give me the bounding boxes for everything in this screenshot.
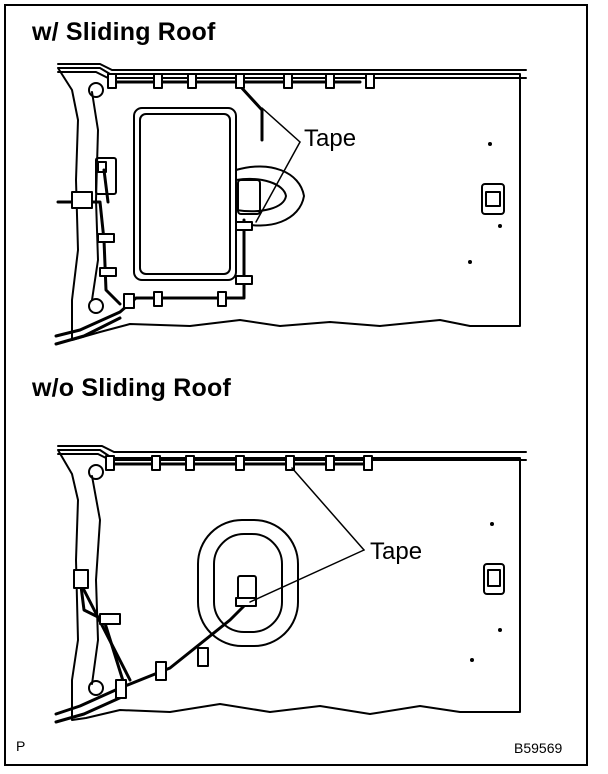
tape-marker [105,455,115,471]
bottom-tape-label: Tape [370,538,423,565]
tape-marker [107,73,117,89]
top-tape-label: Tape [304,125,357,152]
tape-marker [99,613,121,625]
wire-harness-dome [54,602,248,716]
tape-marker [185,455,195,471]
tape-marker [155,661,167,681]
headliner-outline [57,67,521,341]
tape-marker [123,293,135,309]
tape-marker [153,291,163,307]
tape-marker [325,455,335,471]
tape-marker [363,455,373,471]
tape-marker [285,455,295,471]
tape-marker [151,455,161,471]
footer-code: P [16,738,26,754]
headliner-diagram-without-sliding-roof [54,445,527,724]
tape-marker [187,73,197,89]
tape-marker [71,191,93,209]
tape-marker [365,73,375,89]
tape-marker [235,275,253,285]
tape-marker [197,647,209,667]
tape-marker [217,291,227,307]
tape-marker [283,73,293,89]
tape-marker [73,569,89,589]
tape-marker [235,597,257,607]
figure-frame [4,4,588,766]
tape-marker [235,221,253,231]
tape-marker [235,455,245,471]
bottom-panel-title: w/o Sliding Roof [32,374,232,402]
dome-light-recess [197,519,299,647]
tape-marker [153,73,163,89]
wire-harness-sunroof [54,218,246,338]
tape-marker [235,73,245,89]
tape-marker [97,233,115,243]
figure-id: B59569 [514,740,563,756]
top-panel-title: w/ Sliding Roof [32,18,216,46]
sliding-roof-opening [133,107,237,281]
tape-marker [325,73,335,89]
tape-marker [99,267,117,277]
tape-marker [115,679,127,699]
